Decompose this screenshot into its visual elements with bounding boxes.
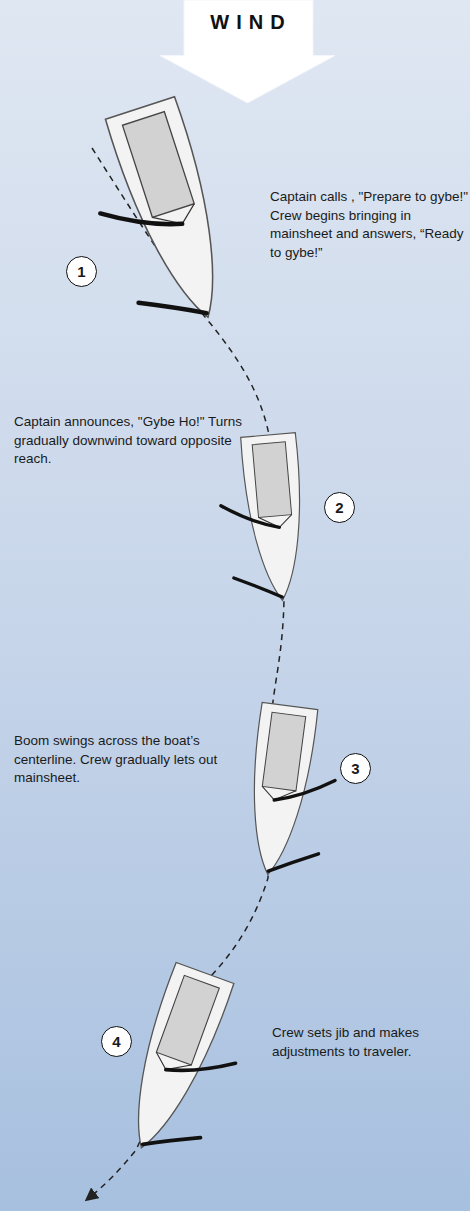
boat-position-1 <box>73 97 243 339</box>
boat-position-4 <box>112 962 261 1168</box>
step-number: 2 <box>324 492 355 523</box>
callout-number: 3 <box>351 761 359 776</box>
callout-number: 1 <box>77 264 85 279</box>
step-caption: Captain calls , "Prepare to gybe!" Crew … <box>270 188 468 262</box>
course-track <box>90 148 284 1197</box>
wind-arrow: WIND <box>160 0 335 103</box>
boat-position-2 <box>215 433 310 605</box>
boat-position-3 <box>240 702 344 881</box>
callout-number: 2 <box>335 500 343 515</box>
step-caption: Crew sets jib and makes adjustments to t… <box>272 1024 427 1061</box>
wind-arrow-fill <box>160 0 335 103</box>
step-caption: Boom swings across the boat’s centerline… <box>14 732 219 788</box>
step-number: 3 <box>340 753 371 784</box>
step-number: 4 <box>101 1026 132 1057</box>
step-caption: Captain announces, "Gybe Ho!" Turns grad… <box>14 413 246 469</box>
wind-label: WIND <box>160 0 335 34</box>
step-number: 1 <box>66 256 97 287</box>
callout-number: 4 <box>112 1034 120 1049</box>
